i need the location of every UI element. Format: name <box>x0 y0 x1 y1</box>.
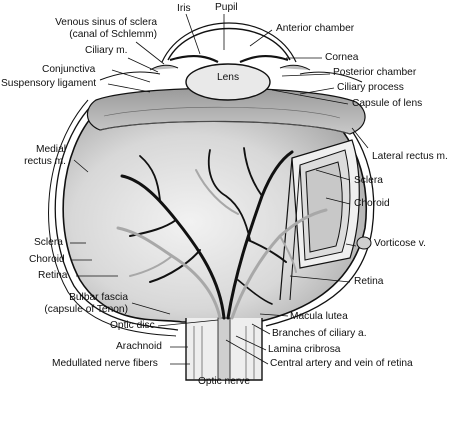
label-sclera-right: Sclera <box>354 175 383 186</box>
label-medial-rectus-line1: Medial <box>35 144 66 155</box>
label-branches-ciliary: Branches of ciliary a. <box>272 328 367 339</box>
label-venous-sinus-line2: (canal of Schlemm) <box>69 29 157 40</box>
label-iris: Iris <box>177 3 191 14</box>
label-lateral-rectus: Lateral rectus m. <box>372 151 448 162</box>
label-arachnoid: Arachnoid <box>116 341 162 352</box>
label-retina-right: Retina <box>354 276 384 287</box>
label-choroid-left: Choroid <box>29 254 65 265</box>
label-sclera-left: Sclera <box>34 237 63 248</box>
label-choroid-right: Choroid <box>354 198 390 209</box>
label-macula-lutea: Macula lutea <box>290 311 348 322</box>
cornea-iris <box>99 22 363 83</box>
label-anterior-chamber: Anterior chamber <box>276 23 355 34</box>
leader-lines <box>70 13 369 381</box>
optic-nerve-shape <box>185 317 263 381</box>
label-ciliary-m: Ciliary m. <box>85 45 128 56</box>
vorticose-vein <box>356 236 372 250</box>
label-retina-left: Retina <box>38 270 68 281</box>
label-cornea: Cornea <box>325 52 359 63</box>
label-ciliary-process: Ciliary process <box>337 82 404 93</box>
retinal-vessels-light <box>116 169 328 320</box>
label-conjunctiva: Conjunctiva <box>42 64 96 75</box>
label-capsule-of-lens: Capsule of lens <box>352 98 423 109</box>
label-pupil: Pupil <box>215 2 238 13</box>
label-vorticose-v: Vorticose v. <box>374 238 426 249</box>
label-optic-nerve: Optic nerve <box>197 376 251 387</box>
label-lens: Lens <box>216 72 240 83</box>
label-medullated-fibers: Medullated nerve fibers <box>52 358 158 369</box>
label-optic-disc: Optic disc <box>110 320 155 331</box>
cutaway-layers <box>279 139 360 301</box>
label-posterior-chamber: Posterior chamber <box>333 67 417 78</box>
label-bulbar-fascia-line2: (capsule of Tenon) <box>44 304 128 315</box>
label-lamina-cribrosa: Lamina cribrosa <box>268 344 341 355</box>
label-bulbar-fascia-line1: Bulbar fascia <box>69 292 128 303</box>
lens <box>185 63 271 101</box>
label-central-artery: Central artery and vein of retina <box>270 358 413 369</box>
label-venous-sinus-line1: Venous sinus of sclera <box>55 17 157 28</box>
label-suspensory-ligament: Suspensory ligament <box>1 78 97 89</box>
label-medial-rectus-line2: rectus m. <box>24 156 66 167</box>
